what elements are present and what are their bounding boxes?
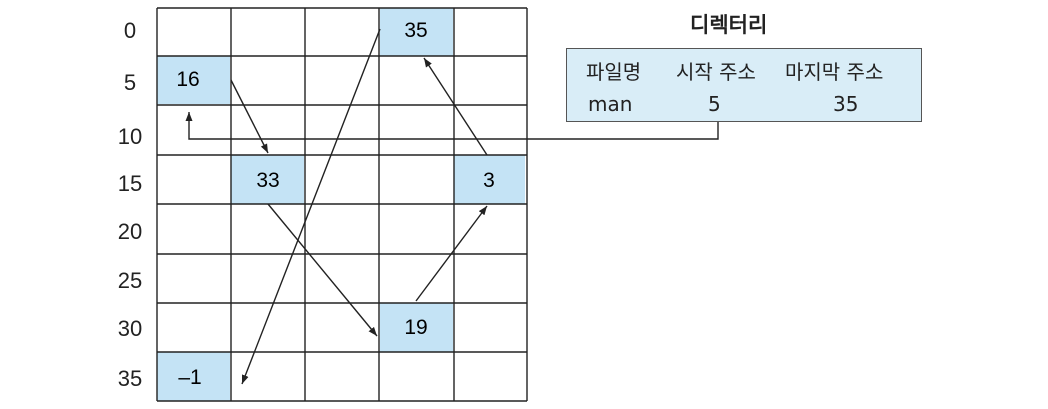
block-cell-minus1: [157, 352, 230, 401]
block-cell-19: [380, 303, 453, 352]
row-label-10: 10: [117, 124, 143, 149]
chain-arrows: [185, 28, 719, 385]
block-value-3: 3: [483, 169, 495, 192]
header-end-address: 마지막 주소: [785, 60, 884, 84]
header-start-address: 시작 주소: [676, 60, 756, 84]
arrow-19-to-3: [415, 205, 488, 302]
block-cell-16: [157, 56, 230, 104]
arrow-33-to-19: [267, 203, 378, 337]
header-file-name: 파일명: [586, 60, 642, 84]
row-label-25: 25: [117, 268, 143, 293]
block-value-33: 33: [256, 169, 279, 192]
cell-end-address: 35: [833, 92, 859, 116]
grid-lines: [156, 7, 528, 402]
row-label-5: 5: [123, 70, 137, 95]
row-label-0: 0: [123, 18, 137, 43]
cell-start-address: 5: [708, 92, 721, 116]
arrow-3-to-35: [423, 57, 488, 156]
block-cell-35: [380, 8, 453, 56]
arrow-16-to-33: [230, 79, 269, 154]
block-cell-33: [231, 155, 304, 204]
row-label-30: 30: [117, 316, 143, 341]
row-label-20: 20: [117, 219, 143, 244]
arrow-35-to-minus1: [241, 28, 381, 385]
directory-table: [566, 48, 922, 122]
directory-start-pointer: [185, 112, 719, 140]
row-label-35: 35: [117, 366, 143, 391]
directory-title: 디렉터리: [690, 13, 768, 37]
block-cell-3: [454, 155, 525, 204]
block-value-35: 35: [404, 19, 427, 42]
cell-file-name: man: [588, 92, 633, 116]
block-value-minus1: –1: [178, 366, 201, 389]
row-label-15: 15: [117, 171, 143, 196]
block-value-19: 19: [404, 316, 427, 339]
block-value-16: 16: [176, 68, 199, 91]
